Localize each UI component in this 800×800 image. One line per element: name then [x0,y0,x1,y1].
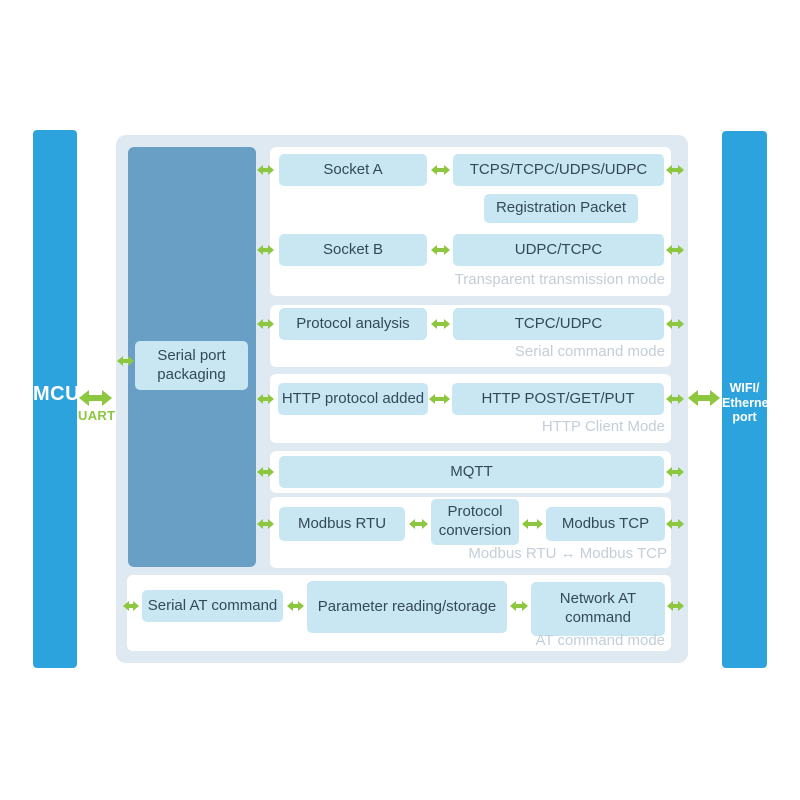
double-arrow-icon [257,245,274,255]
caption-http-client-mode: HTTP Client Mode [541,418,665,435]
socket-a-box: Socket A [279,154,427,186]
serial-at-command-box: Serial AT command [142,590,283,622]
double-arrow-icon [666,467,684,477]
double-arrow-icon [257,394,274,404]
double-arrow-icon [431,245,450,255]
double-arrow-icon [257,165,274,175]
double-arrow-icon [666,319,684,329]
double-arrow-icon [431,319,450,329]
http-post-get-put-box: HTTP POST/GET/PUT [452,383,664,415]
double-arrow-icon [666,394,684,404]
mcu-bar: MCU [33,130,81,668]
double-arrow-icon [257,319,274,329]
double-arrow-icon [666,165,684,175]
double-arrow-icon [429,394,450,404]
double-arrow-icon [257,467,274,477]
double-arrow-icon [431,165,450,175]
network-at-command-box: Network AT command [531,582,665,636]
mqtt-box: MQTT [279,456,664,488]
wifi-label-line1: WIFI/ [729,381,760,395]
packaging-double-arrow-icon [117,356,134,366]
network-double-arrow-icon [688,390,720,406]
caption-at-command-mode: AT command mode [535,632,666,649]
registration-packet-box: Registration Packet [484,194,638,223]
double-arrow-icon [666,519,684,529]
double-arrow-icon [666,245,684,255]
wifi-label-line3: port [732,410,757,424]
udpc-tcpc-box: UDPC/TCPC [453,234,664,266]
modbus-tcp-box: Modbus TCP [546,507,665,541]
double-arrow-icon [409,519,428,529]
tcpc-udpc-box: TCPC/UDPC [453,308,664,340]
uart-label: UART [78,408,116,423]
double-arrow-icon [667,601,684,611]
protocol-analysis-box: Protocol analysis [279,308,427,340]
double-arrow-icon [522,519,543,529]
caption-transparent-transmission-mode: Transparent transmission mode [454,271,665,288]
wifi-label-line2: Ethernet [722,395,773,410]
double-arrow-icon [257,519,274,529]
double-arrow-icon [510,601,528,611]
parameter-reading-storage-box: Parameter reading/storage [307,581,507,633]
double-arrow-icon [123,601,139,611]
mcu-uart-double-arrow-icon [79,390,112,406]
serial-port-packaging-box: Serial port packaging [135,341,248,390]
socket-b-box: Socket B [279,234,427,266]
wifi-ethernet-label: WIFI/ Ethernet port [722,381,773,425]
tcps-tcpc-udps-udpc-box: TCPS/TCPC/UDPS/UDPC [453,154,664,186]
wifi-ethernet-bar: WIFI/ Ethernet port [722,131,773,668]
double-arrow-icon [287,601,304,611]
mcu-label: MCU [33,383,81,405]
modbus-rtu-box: Modbus RTU [279,507,405,541]
caption-modbus-mode: Modbus RTU ↔ Modbus TCP [468,545,667,562]
caption-serial-command-mode: Serial command mode [514,343,665,360]
protocol-conversion-box: Protocol conversion [431,499,519,545]
http-protocol-added-box: HTTP protocol added [278,383,428,415]
